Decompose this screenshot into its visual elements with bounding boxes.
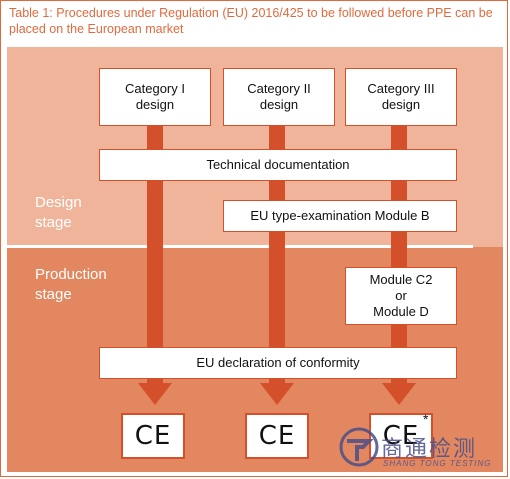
ce-mark-cat2: CE [245,413,309,459]
ce-mark-cat1: CE [121,413,185,459]
arrow-head-cat3 [382,383,416,405]
production-stage-label: Production stage [35,266,107,303]
category-1-design-box: Category I design [99,68,211,126]
ce-mark-cat3: CE [369,413,433,459]
arrow-head-cat1 [138,383,172,405]
stage-divider [7,245,473,248]
arrow-shaft-cat2 [269,126,285,384]
watermark-logo-icon [339,427,379,467]
category-3-design-box: Category III design [345,68,457,126]
ce-mark-note-asterisk: * [423,411,429,427]
watermark-subtext: SHANG TONG TESTING [383,459,492,468]
module-b-box: EU type-examination Module B [223,200,457,232]
table-caption: Table 1: Procedures under Regulation (EU… [9,6,493,36]
watermark: 商通检测 SHANG TONG TESTING [339,425,499,473]
eu-declaration-box: EU declaration of conformity [99,347,457,379]
arrow-head-cat2 [260,383,294,405]
category-2-design-box: Category II design [223,68,335,126]
module-c2-or-d-box: Module C2 or Module D [345,267,457,325]
technical-documentation-box: Technical documentation [99,149,457,181]
design-stage-label: Design stage [35,194,82,231]
watermark-text: 商通检测 [381,437,478,462]
arrow-shaft-cat1 [147,126,163,384]
